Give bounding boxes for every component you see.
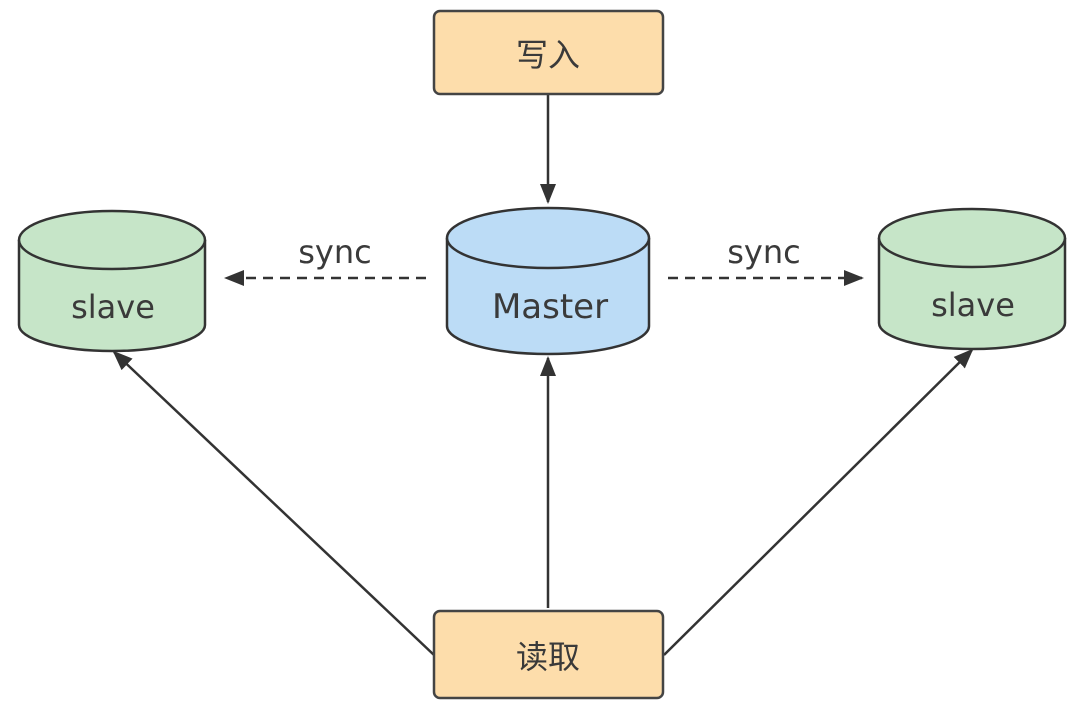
- master-cylinder-body: [445, 238, 651, 356]
- sync-left-label: sync: [298, 233, 371, 271]
- slave-left-cylinder-body: [17, 240, 207, 353]
- read-label: 读取: [516, 638, 580, 676]
- write-label: 写入: [516, 36, 580, 74]
- slave-right-cylinder-body: [877, 238, 1067, 351]
- master-node[interactable]: Master: [445, 206, 651, 356]
- read-node[interactable]: 读取: [432, 609, 665, 700]
- master-cylinder-top: [445, 206, 651, 270]
- write-box: [432, 9, 665, 96]
- read-box: [432, 609, 665, 700]
- slave-left-node[interactable]: slave: [17, 209, 207, 353]
- slave-left-label: slave: [71, 288, 155, 326]
- edge-read-to-slave-right: [663, 348, 974, 656]
- slave-right-node[interactable]: slave: [877, 207, 1067, 351]
- slave-right-cylinder-top: [877, 207, 1067, 269]
- slave-left-cylinder-top: [17, 209, 207, 271]
- write-node[interactable]: 写入: [432, 9, 665, 96]
- sync-right-label: sync: [727, 233, 800, 271]
- slave-right-label: slave: [931, 286, 1015, 324]
- edge-read-to-slave-left: [112, 350, 435, 656]
- master-label: Master: [492, 287, 608, 327]
